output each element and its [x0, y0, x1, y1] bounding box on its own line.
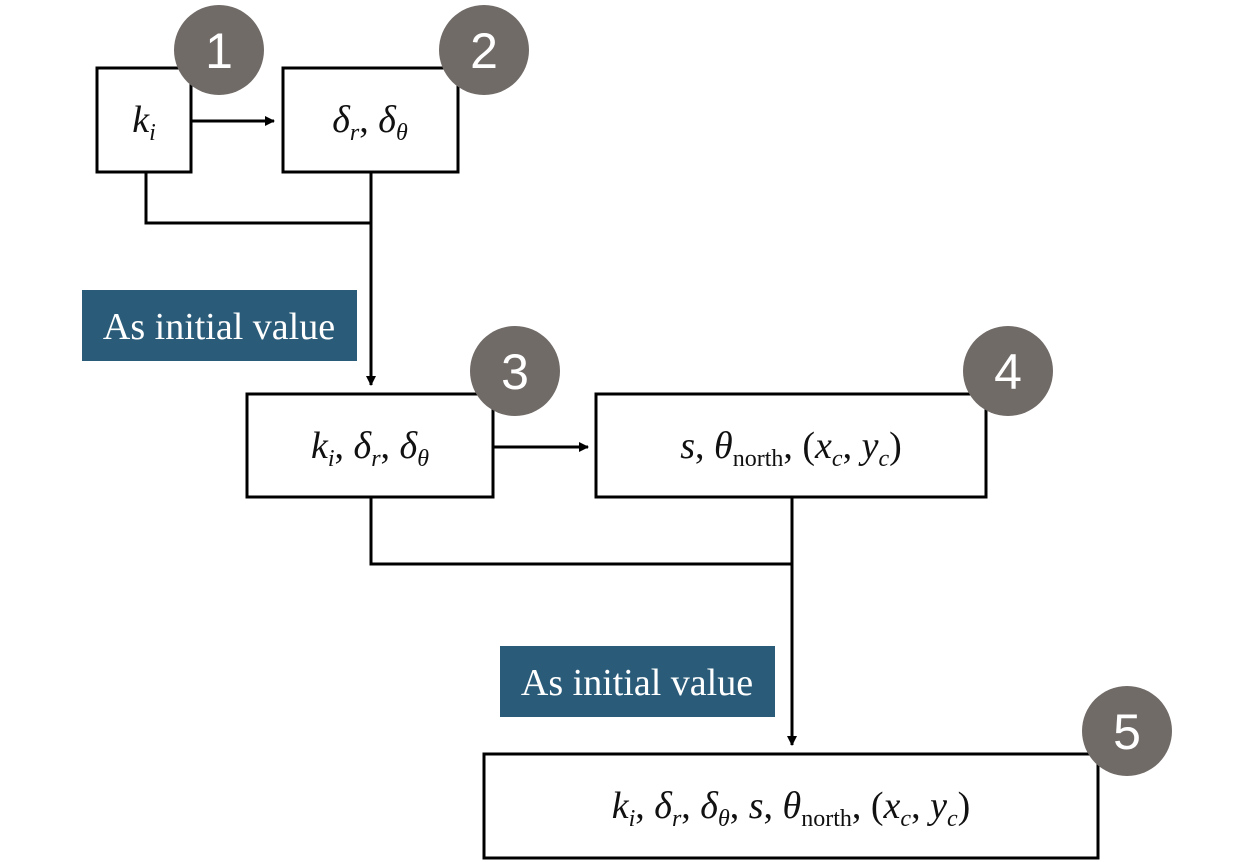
badge-5-number: 5 [1113, 704, 1141, 760]
label-initial-value-2-text: As initial value [521, 662, 753, 704]
connectors [144, 116, 797, 746]
box-3-formula: ki, δr, δθ [311, 425, 429, 472]
label-initial-value-1-text: As initial value [103, 306, 335, 348]
box-1: ki [95, 66, 193, 174]
badge-5: 5 [1082, 686, 1172, 776]
box-3: ki, δr, δθ [245, 392, 495, 499]
badge-2-number: 2 [470, 23, 498, 79]
box-4-formula: s, θnorth, (xc, yc) [680, 425, 902, 472]
box-5: ki, δr, δθ, s, θnorth, (xc, yc) [482, 752, 1100, 860]
merge-line-1-2 [144, 173, 371, 225]
label-initial-value-1: As initial value [82, 290, 357, 361]
badge-3-number: 3 [501, 344, 529, 400]
box-5-formula: ki, δr, δθ, s, θnorth, (xc, yc) [612, 785, 971, 832]
box-2: δr, δθ [281, 66, 460, 174]
box-1-formula: ki [132, 99, 156, 146]
badge-2: 2 [439, 5, 529, 95]
badge-1-number: 1 [205, 23, 233, 79]
badge-3: 3 [470, 326, 560, 416]
box-2-formula: δr, δθ [332, 99, 408, 146]
merge-line-3-4 [369, 497, 792, 566]
box-4: s, θnorth, (xc, yc) [594, 392, 988, 499]
badge-1: 1 [174, 5, 264, 95]
badge-4: 4 [963, 326, 1053, 416]
label-initial-value-2: As initial value [500, 646, 775, 717]
badge-4-number: 4 [994, 344, 1022, 400]
